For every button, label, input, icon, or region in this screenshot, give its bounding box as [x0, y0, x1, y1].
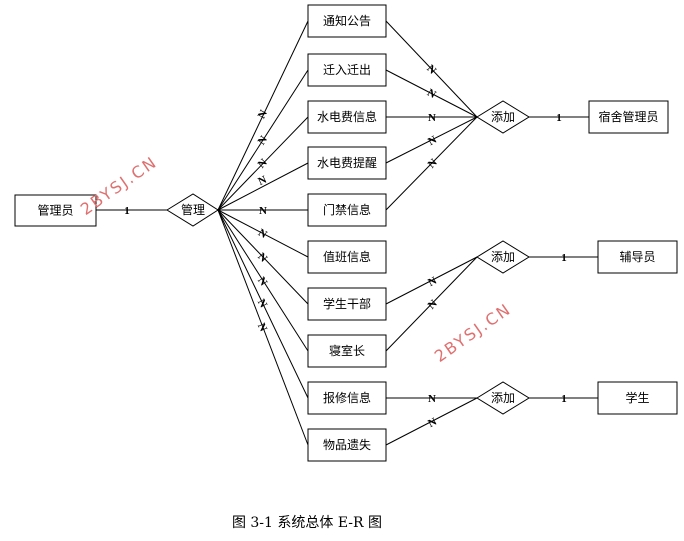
edge-utility-remind-add — [385, 116, 478, 164]
entity-access-label: 门禁信息 — [323, 202, 371, 217]
edge-manage-move — [217, 69, 309, 211]
entity-lost-label: 物品遗失 — [323, 437, 371, 452]
watermark-left: 2BYSJ.CN — [77, 152, 161, 219]
relation-add-counselor-label: 添加 — [491, 250, 515, 264]
card-counselor-one: 1 — [561, 252, 567, 264]
edge-manage-utility-info — [217, 116, 309, 211]
entity-admin: 管理员 — [14, 194, 97, 227]
card-admin-one: 1 — [124, 205, 130, 217]
edge-manage-lost — [217, 209, 309, 446]
card-lost-add: N — [426, 416, 439, 430]
card-repair-add: N — [428, 393, 436, 405]
card-utility-remind-add: N — [426, 134, 439, 148]
card-utility-info-add: N — [428, 112, 436, 124]
edge-manage-utility-remind — [217, 162, 309, 211]
edge-lost-add — [385, 397, 478, 446]
card-manage-lost: N — [255, 321, 269, 333]
entity-notice-label: 通知公告 — [323, 14, 371, 28]
watermark-right: 2BYSJ.CN — [431, 299, 515, 366]
edge-cadre-add — [385, 256, 478, 305]
card-manage-duty: N — [256, 227, 269, 241]
entity-repair-label: 报修信息 — [323, 390, 371, 405]
entity-move-label: 迁入迁出 — [323, 63, 371, 77]
relation-add-dorm-manager-label: 添加 — [491, 110, 515, 124]
edge-manage-repair — [217, 209, 309, 399]
card-cadre-add: N — [426, 275, 439, 289]
entity-notice: 通知公告 — [307, 4, 387, 38]
card-manage-notice: N — [256, 108, 270, 121]
relation-add-counselor: 添加 — [476, 240, 530, 274]
entity-dorm-manager-label: 宿舍管理员 — [598, 109, 658, 124]
entity-access: 门禁信息 — [307, 193, 387, 227]
connector-lines — [96, 20, 598, 446]
relation-add-student: 添加 — [476, 381, 530, 415]
relation-manage: 管理 — [166, 193, 219, 227]
card-access-add: N — [426, 157, 440, 171]
entity-counselor: 辅导员 — [597, 240, 678, 274]
edge-manage-room-leader — [217, 209, 309, 352]
entity-student-label: 学生 — [625, 390, 649, 405]
card-manage-repair: N — [255, 297, 269, 310]
entity-room-leader: 寝室长 — [307, 334, 387, 368]
card-student-one: 1 — [561, 393, 567, 405]
figure-caption: 图 3-1 系统总体 E-R 图 — [231, 515, 383, 531]
entity-duty-label: 值班信息 — [323, 249, 371, 264]
edge-room-leader-add — [385, 256, 478, 352]
entity-cadre-label: 学生干部 — [323, 296, 371, 311]
edge-notice-add — [385, 20, 478, 118]
edge-manage-cadre — [217, 209, 309, 305]
card-manage-move: N — [256, 134, 270, 147]
entity-move: 迁入迁出 — [307, 53, 387, 87]
relation-add-dorm-manager: 添加 — [476, 100, 530, 134]
entity-duty: 值班信息 — [307, 240, 387, 274]
card-room-leader-add: N — [426, 298, 440, 312]
card-manage-utility-remind: N — [256, 174, 268, 188]
entity-utility-info: 水电费信息 — [307, 100, 387, 134]
edge-access-add — [385, 116, 478, 211]
relation-manage-label: 管理 — [181, 202, 205, 217]
entity-repair: 报修信息 — [307, 381, 387, 415]
edge-manage-duty — [217, 209, 309, 258]
edge-move-add — [385, 69, 478, 118]
card-manage-cadre: N — [255, 251, 269, 265]
card-dorm-manager-one: 1 — [556, 112, 562, 124]
relation-add-student-label: 添加 — [491, 391, 515, 405]
card-manage-access: N — [259, 205, 267, 217]
entity-admin-label: 管理员 — [37, 203, 73, 218]
entity-counselor-label: 辅导员 — [619, 250, 655, 264]
entity-dorm-manager: 宿舍管理员 — [588, 100, 669, 134]
entity-room-leader-label: 寝室长 — [329, 343, 365, 358]
entity-utility-remind-label: 水电费提醒 — [317, 155, 377, 170]
entity-student: 学生 — [597, 381, 678, 415]
entity-utility-info-label: 水电费信息 — [317, 109, 377, 124]
entity-utility-remind: 水电费提醒 — [307, 146, 387, 180]
card-move-add: N — [425, 87, 438, 101]
entity-cadre: 学生干部 — [307, 287, 387, 321]
entity-lost: 物品遗失 — [307, 428, 387, 462]
edge-manage-notice — [217, 20, 309, 211]
